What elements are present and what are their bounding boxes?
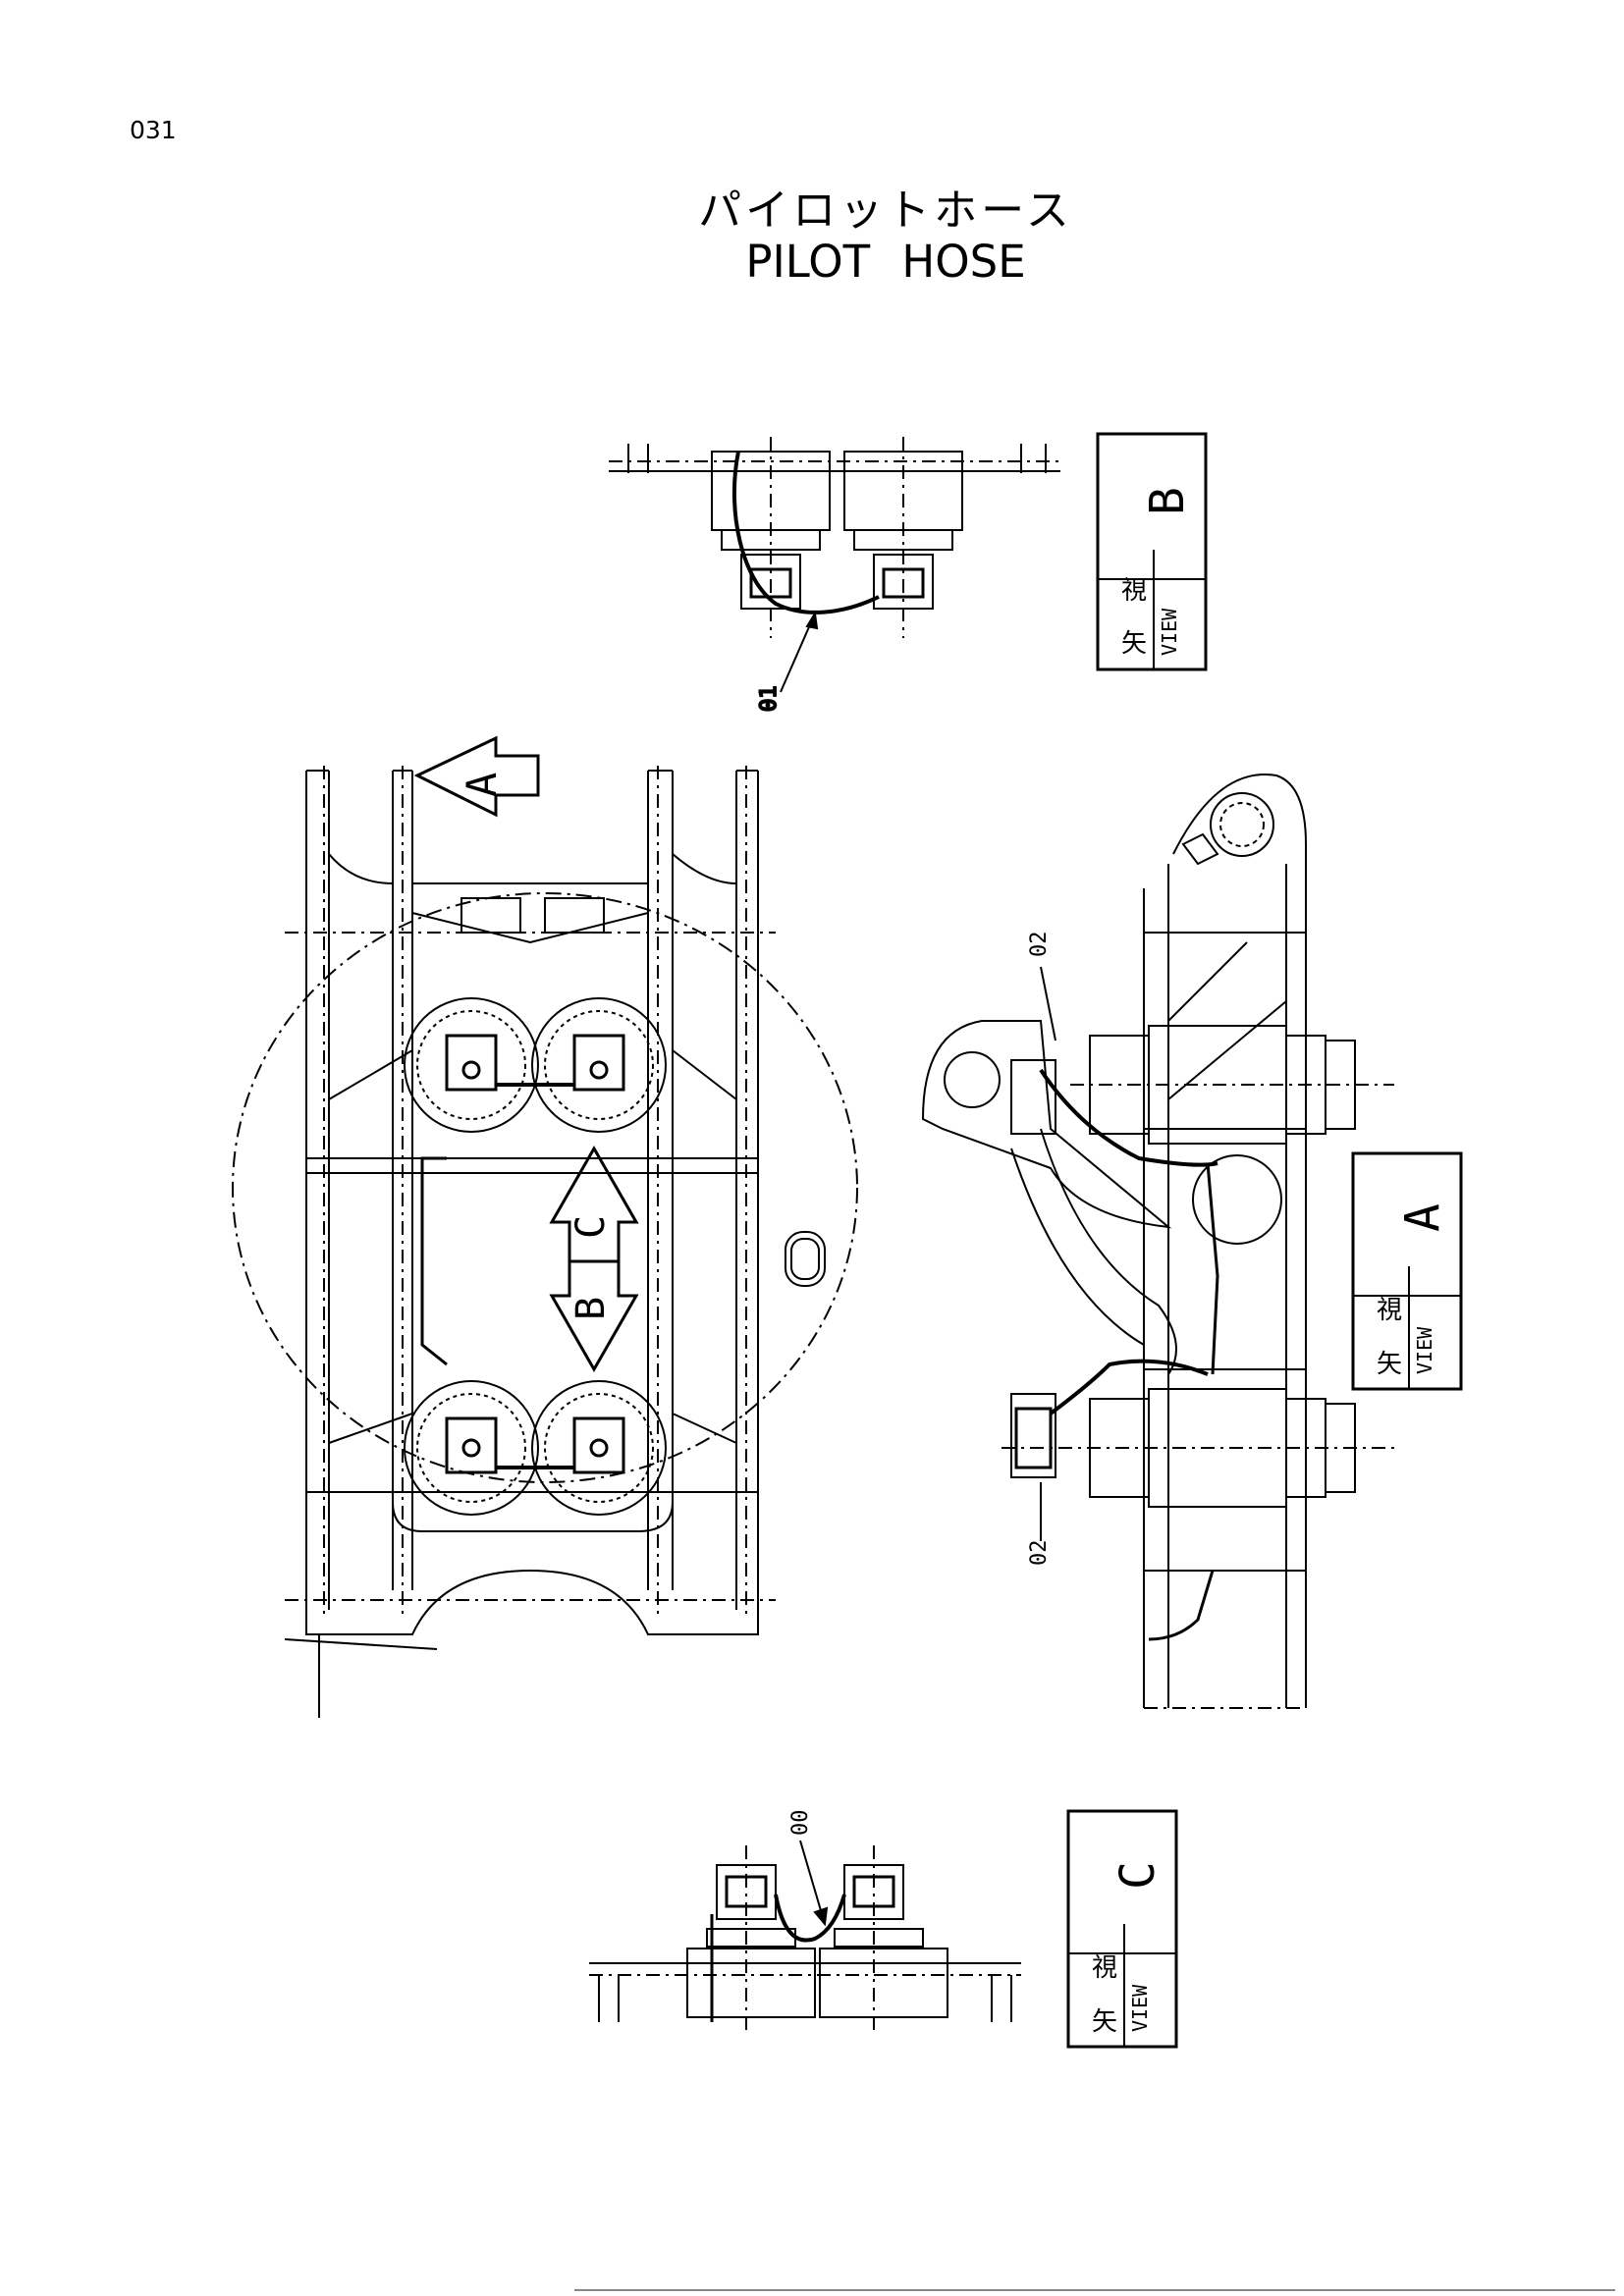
- arrow-c-letter: C: [568, 1215, 614, 1239]
- page-number: 031: [130, 116, 177, 144]
- view-a-kanji-1: 矢: [1377, 1350, 1402, 1379]
- callout-02-upper: 02: [1027, 932, 1052, 958]
- callout-02-lower: 02: [1027, 1540, 1052, 1567]
- view-c-kanji-2: 視: [1092, 1953, 1117, 1983]
- view-a-letter: A: [1395, 1203, 1450, 1232]
- view-a-kanji-2: 視: [1377, 1296, 1402, 1325]
- view-c-label: [1066, 1809, 1178, 2049]
- arrow-a: [413, 735, 540, 818]
- title-english: PILOT HOSE: [745, 236, 1026, 288]
- view-c-diagram: [589, 1840, 1021, 2032]
- view-b-view-text: VIEW: [1158, 608, 1181, 656]
- view-b-kanji-2: 視: [1121, 576, 1147, 606]
- view-b-label: [1096, 432, 1208, 671]
- view-b-letter: B: [1140, 487, 1195, 515]
- view-b-diagram: [609, 437, 1060, 693]
- view-a-label: [1351, 1151, 1463, 1391]
- view-b-kanji-1: 矢: [1121, 629, 1147, 659]
- title-japanese: パイロットホース: [698, 186, 1073, 236]
- view-c-view-text: VIEW: [1128, 1984, 1152, 2032]
- view-c-kanji-1: 矢: [1092, 2007, 1117, 2037]
- callout-00: 00: [788, 1810, 813, 1837]
- arrow-a-letter: A: [458, 773, 506, 797]
- arrow-c-b: [549, 1145, 639, 1373]
- main-plan-view: [232, 766, 858, 1718]
- arrow-b-letter: B: [568, 1297, 614, 1320]
- view-a-view-text: VIEW: [1413, 1326, 1436, 1374]
- view-a-diagram: [921, 774, 1394, 1709]
- callout-01: 01: [757, 686, 782, 713]
- view-c-letter: C: [1110, 1861, 1165, 1890]
